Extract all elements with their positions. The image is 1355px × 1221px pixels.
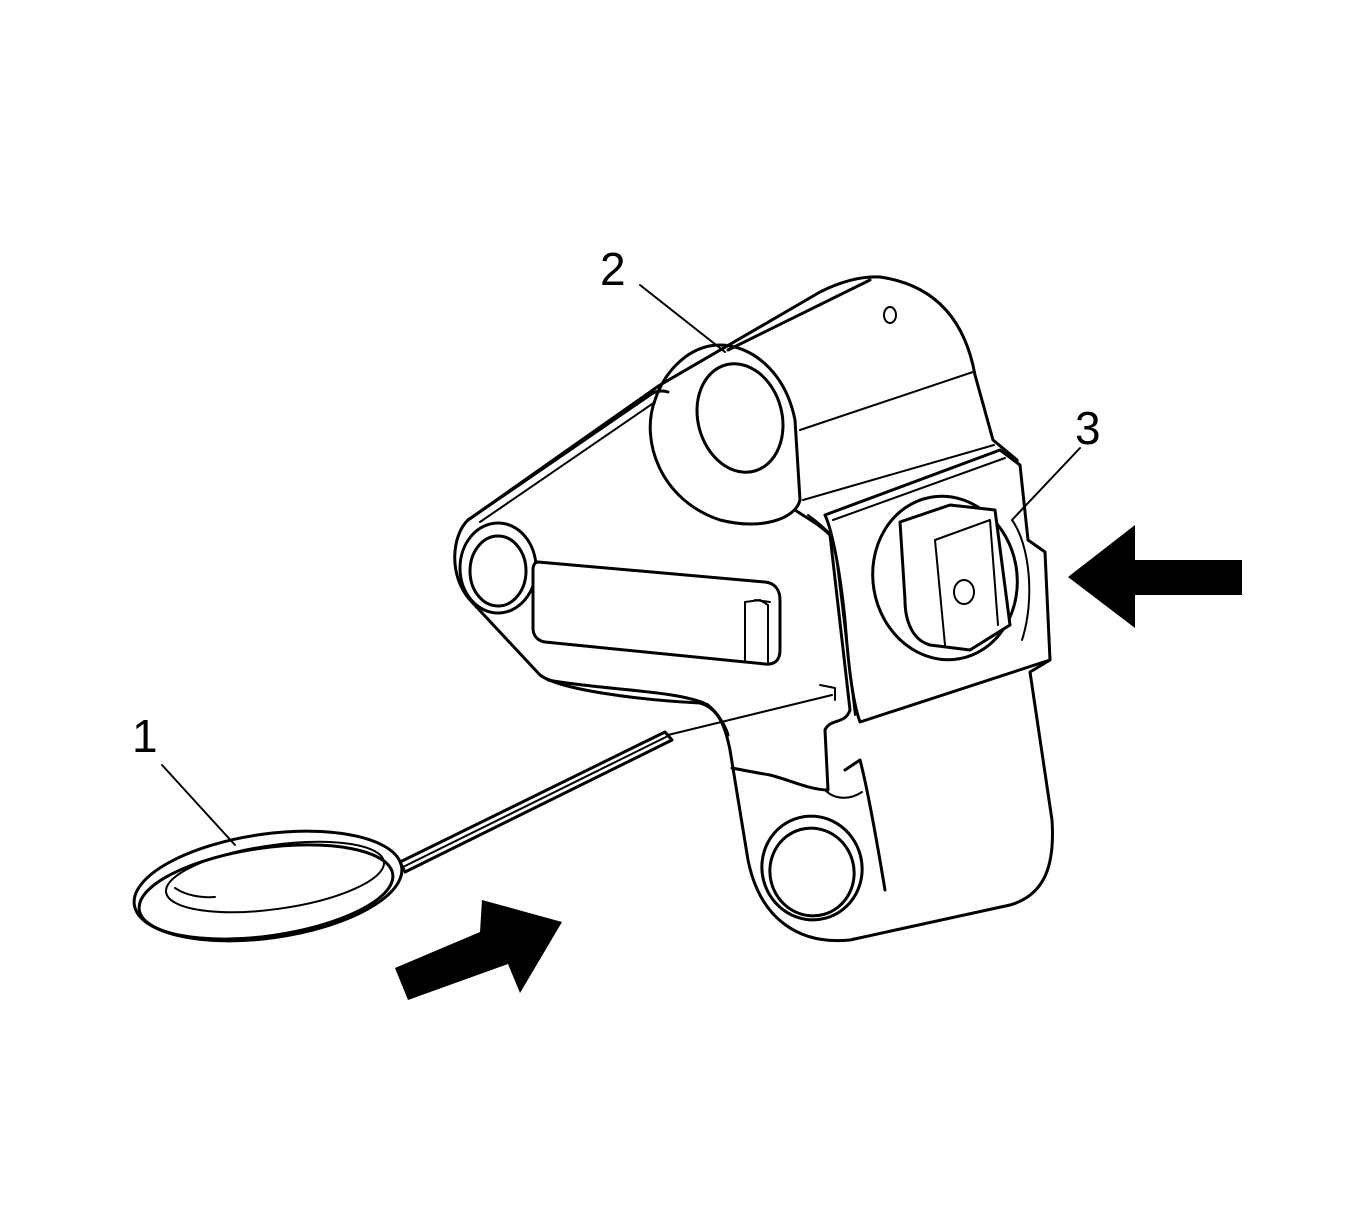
bracket-lower-face xyxy=(546,678,730,737)
callout-3: 3 xyxy=(1075,402,1101,454)
plunger-pin-hole xyxy=(953,579,975,605)
upper-cylinder-edge xyxy=(726,278,872,352)
pin-notch xyxy=(819,684,836,701)
pin-ring-end xyxy=(174,887,216,899)
leader-line-1 xyxy=(161,764,236,846)
plunger-housing-top xyxy=(832,457,1006,521)
pin-shaft-line xyxy=(402,735,669,868)
left-mount-hole xyxy=(468,534,528,608)
retaining-pin xyxy=(132,694,833,943)
pin-ring-outer xyxy=(132,829,404,943)
lower-arm-edge xyxy=(843,758,887,892)
direction-arrows xyxy=(395,525,1242,1000)
callout-2: 2 xyxy=(600,243,626,295)
lower-mount-hole xyxy=(768,826,856,918)
upper-cylinder-band xyxy=(799,371,974,431)
rect-slot-tab-inner xyxy=(754,599,771,603)
pin-shaft-thin xyxy=(667,694,833,736)
parting-line xyxy=(730,508,852,792)
vent-hole xyxy=(883,306,897,324)
arrow-left-icon xyxy=(1068,525,1242,628)
arrow-up-right-icon xyxy=(395,900,562,1000)
upper-boss-outer xyxy=(648,343,802,526)
plunger-ring xyxy=(1011,519,1031,641)
lower-arm-step xyxy=(824,789,863,799)
leader-lines xyxy=(161,284,1081,846)
upper-mount-hole xyxy=(695,362,785,474)
pin-ring-mid xyxy=(137,843,395,941)
plunger-hex-edge xyxy=(934,519,999,646)
pin-ring-inner xyxy=(164,840,386,914)
rect-slot-tab xyxy=(744,599,769,663)
upper-cylinder-lower xyxy=(802,444,995,501)
tensioner-body xyxy=(453,275,1054,943)
callout-labels: 1 2 3 xyxy=(132,243,1101,762)
plunger-hex xyxy=(898,503,1012,652)
rect-slot xyxy=(531,560,782,666)
callout-1: 1 xyxy=(132,710,158,762)
leader-line-2 xyxy=(639,284,726,353)
leader-line-3 xyxy=(1011,447,1081,521)
bracket-top-inner xyxy=(479,401,656,523)
